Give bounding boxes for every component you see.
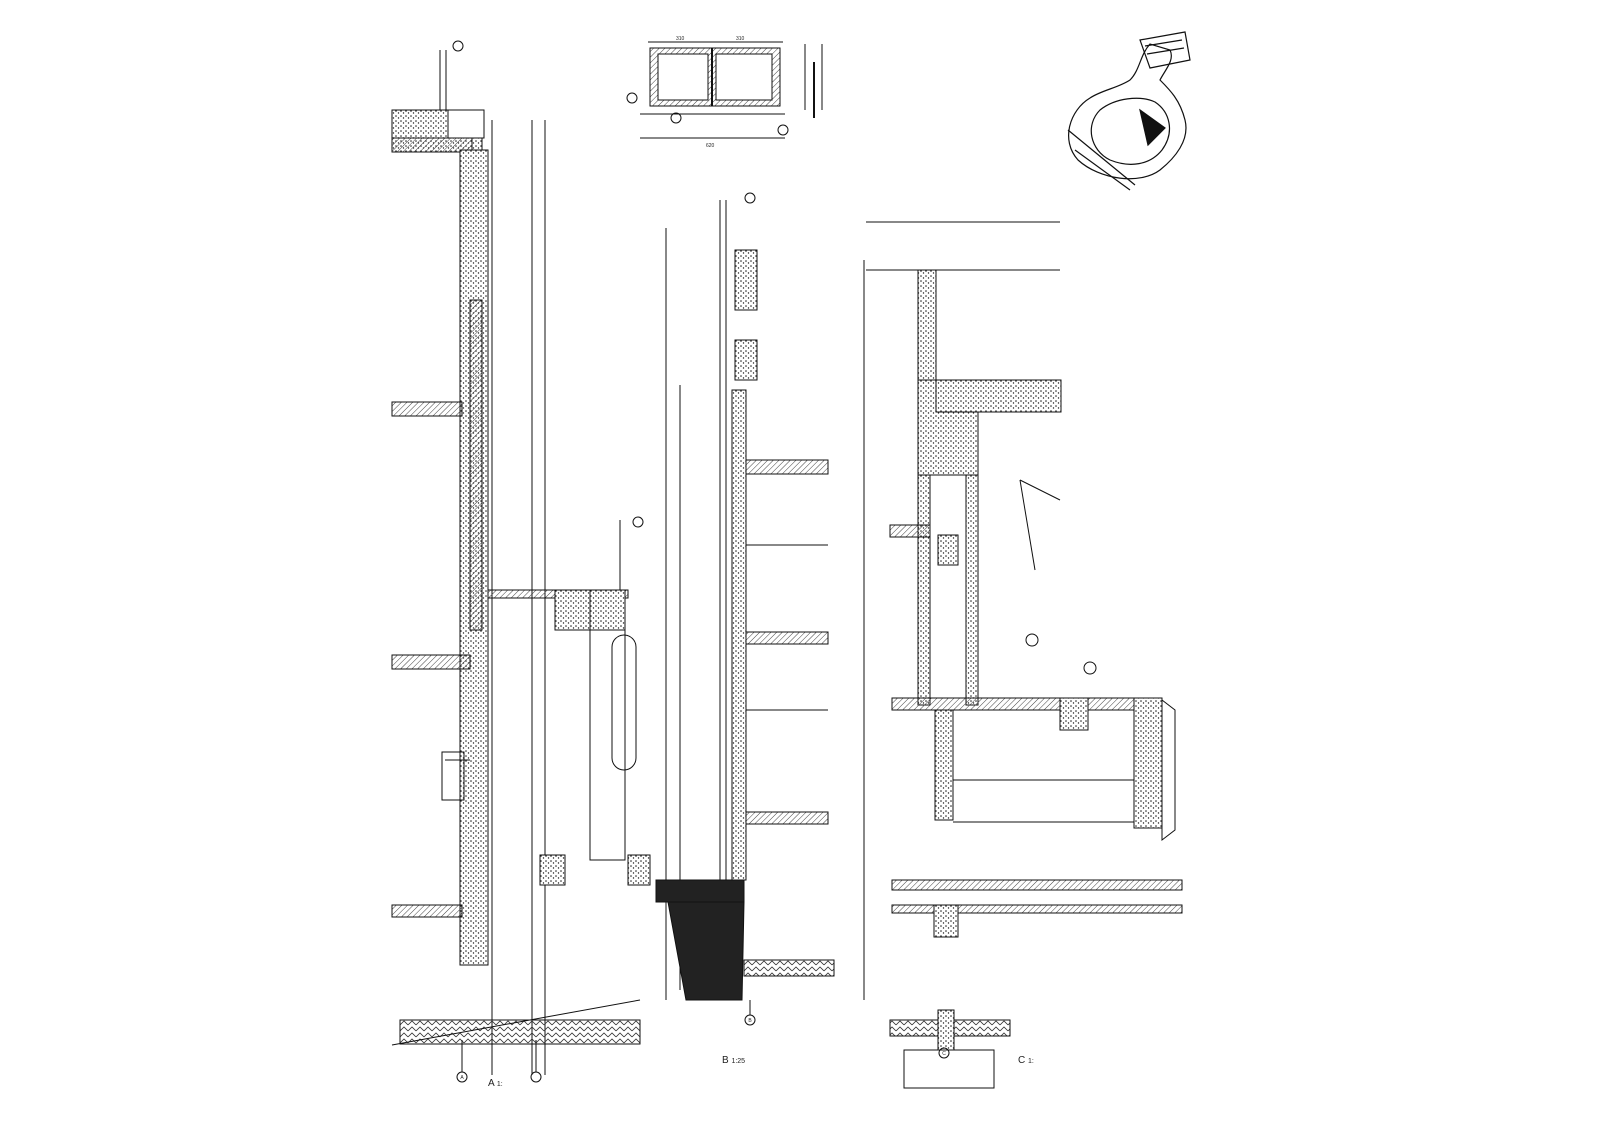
dim-left: 310 — [676, 36, 685, 42]
section-a-caption: A 1: — [488, 1078, 503, 1089]
dim-right: 310 — [736, 36, 745, 42]
section-b-title: B — [722, 1055, 729, 1066]
top-detail-plan — [626, 41, 823, 139]
section-c — [863, 221, 1183, 1089]
key-plan — [1067, 31, 1191, 191]
section-c-title: C — [1018, 1055, 1026, 1066]
section-b-scale: 1:25 — [731, 1058, 746, 1065]
dim-total: 620 — [706, 143, 715, 149]
section-b — [655, 192, 835, 1026]
section-b-caption: B 1:25 — [722, 1055, 745, 1066]
section-c-scale: 1: — [1028, 1058, 1034, 1065]
axis-b-label: B — [748, 1018, 752, 1024]
top-detail-dimension-labels: 310 310 620 — [676, 36, 745, 149]
section-a — [391, 40, 651, 1083]
section-a-scale: 1: — [496, 1081, 503, 1088]
axis-a-label: A — [460, 1075, 464, 1081]
section-a-title: A — [488, 1078, 495, 1089]
section-c-caption: C 1: — [1018, 1055, 1034, 1066]
axis-c-label: C — [942, 1051, 946, 1057]
grid-axis-bubbles: A B C — [460, 1018, 946, 1081]
